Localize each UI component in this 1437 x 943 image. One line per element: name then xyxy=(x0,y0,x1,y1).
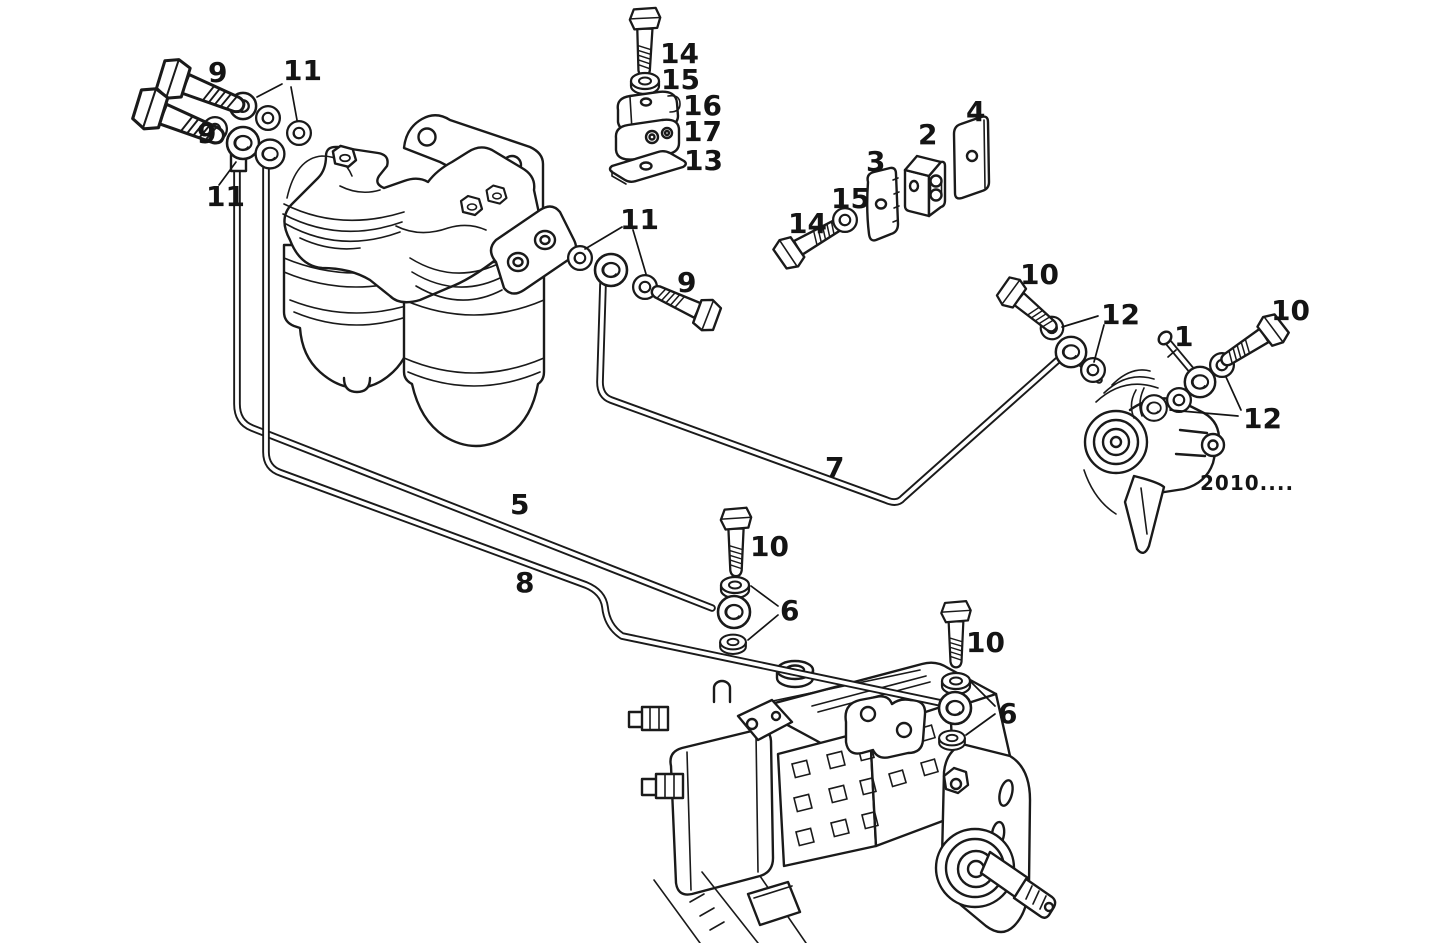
plate-3 xyxy=(866,166,900,242)
pump-bracket xyxy=(844,695,927,759)
plate-4 xyxy=(952,115,991,200)
callout-9-top: 9 xyxy=(208,56,227,89)
callout-11-mid: 11 xyxy=(620,203,659,236)
callout-leader-lines xyxy=(218,83,1242,736)
banjo-union xyxy=(1054,335,1088,369)
callout-17: 17 xyxy=(683,115,722,148)
washer-11 xyxy=(566,244,594,272)
clamp-plate-13 xyxy=(608,150,687,183)
banjo-union xyxy=(1140,394,1168,422)
filter-head-bolt-icon xyxy=(485,184,508,205)
pipe-5 xyxy=(233,158,716,612)
filter-bowl-right xyxy=(402,260,546,448)
callout-14-top: 14 xyxy=(660,37,699,70)
fuel-pipes xyxy=(233,158,1197,707)
callout-12-lower: 12 xyxy=(1243,402,1282,435)
banjo-union xyxy=(254,138,286,170)
clamp-bolt-14 xyxy=(627,6,662,78)
washer-6 xyxy=(719,633,747,655)
banjo-bolt-10 xyxy=(719,506,753,578)
spacer-block-2 xyxy=(903,154,947,218)
callout-8: 8 xyxy=(515,566,534,599)
washer-12 xyxy=(1079,356,1107,384)
filter-outlet-boss xyxy=(489,205,578,295)
filter-head xyxy=(282,144,578,304)
washer-11 xyxy=(285,119,313,147)
filter-head-bolt-icon xyxy=(331,144,358,169)
callout-10-right: 10 xyxy=(1271,294,1310,327)
banjo-union xyxy=(937,690,973,726)
fuel-filter-assembly xyxy=(282,114,578,448)
callout-15-top: 15 xyxy=(661,63,700,96)
banjo-union xyxy=(225,125,261,161)
callout-6-lower: 6 xyxy=(998,697,1017,730)
washer-15 xyxy=(629,71,661,96)
callout-5: 5 xyxy=(510,488,529,521)
washer-11 xyxy=(254,104,282,132)
callout-2: 2 xyxy=(918,118,937,151)
callout-11-top: 11 xyxy=(283,54,322,87)
callout-labels: 9 9 11 11 14 15 16 17 13 11 9 3 2 4 15 1… xyxy=(197,37,1310,730)
pipe-1 xyxy=(1157,330,1197,376)
filter-head-bolt-icon xyxy=(459,194,484,217)
banjo-union xyxy=(593,252,629,288)
banjo-fittings-and-hardware xyxy=(126,6,1293,751)
callout-9-mid: 9 xyxy=(677,266,696,299)
washer-6 xyxy=(938,729,966,751)
governor-housing xyxy=(669,728,775,896)
callout-6-mid: 6 xyxy=(780,594,799,627)
callout-14-mid: 14 xyxy=(788,207,827,240)
callout-9-left: 9 xyxy=(197,117,216,150)
injection-pump xyxy=(627,659,1057,943)
callout-1: 1 xyxy=(1174,320,1193,353)
support-bracket-group xyxy=(769,115,991,275)
banjo-union xyxy=(1183,365,1217,399)
callout-10-upper: 10 xyxy=(1020,258,1059,291)
pipe-8 xyxy=(262,164,945,707)
callout-12-upper: 12 xyxy=(1101,298,1140,331)
callout-4: 4 xyxy=(966,95,985,128)
callout-3: 3 xyxy=(866,145,885,178)
callout-15-mid: 15 xyxy=(831,182,870,215)
banjo-union xyxy=(716,594,752,630)
callout-10-mid: 10 xyxy=(750,530,789,563)
callout-13: 13 xyxy=(684,144,723,177)
pipe-clamp-stack xyxy=(608,6,687,185)
callout-7: 7 xyxy=(825,451,844,484)
pipe-7 xyxy=(596,280,1062,506)
variant-note: 2010.... xyxy=(1200,471,1294,495)
callout-10-lower: 10 xyxy=(966,626,1005,659)
callout-11-left: 11 xyxy=(206,180,245,213)
callout-16: 16 xyxy=(683,89,722,122)
